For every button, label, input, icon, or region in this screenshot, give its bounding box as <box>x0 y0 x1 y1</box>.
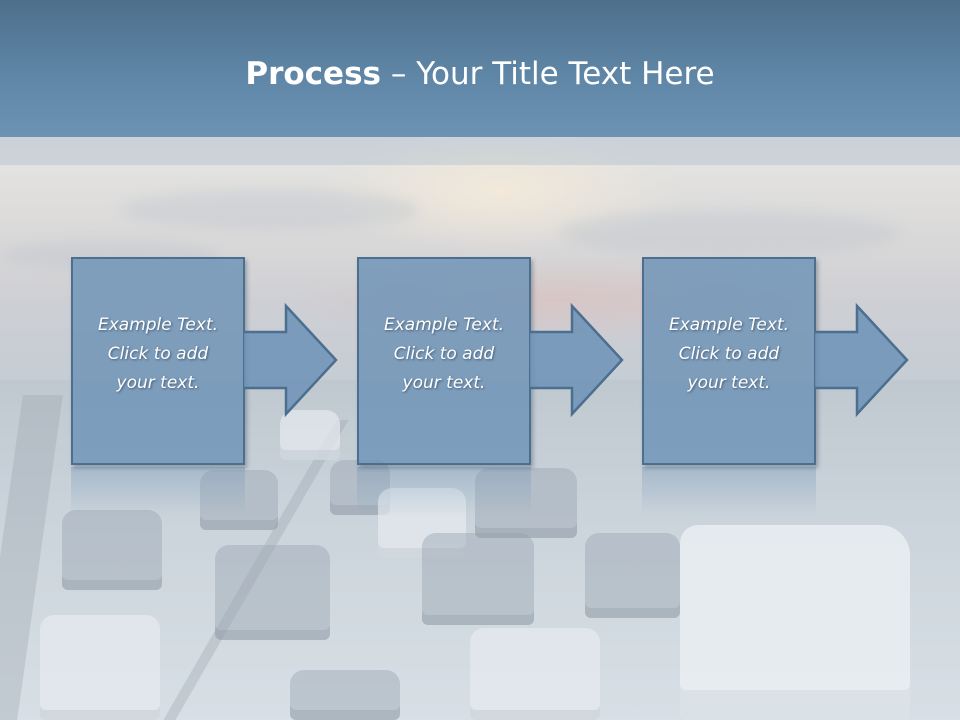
white-van <box>680 525 910 720</box>
arrow-right-icon <box>815 302 909 418</box>
car <box>470 628 600 720</box>
car <box>585 533 680 618</box>
step-2-text[interactable]: Example Text. Click to add your text. <box>383 315 505 393</box>
car <box>475 468 577 538</box>
step-2-reflection <box>357 467 531 517</box>
arrow-right-icon <box>530 302 624 418</box>
car <box>422 533 534 625</box>
title-rest-text: – Your Title Text Here <box>381 56 715 92</box>
step-3-reflection <box>642 467 816 517</box>
cloud <box>560 210 900 256</box>
process-step-1[interactable]: Example Text. Click to add your text. <box>71 257 245 465</box>
car <box>200 470 278 530</box>
car <box>290 670 400 720</box>
step-1-text[interactable]: Example Text. Click to add your text. <box>97 315 219 393</box>
step-3-text[interactable]: Example Text. Click to add your text. <box>668 315 790 393</box>
car <box>378 488 466 558</box>
title-band <box>0 137 960 165</box>
arrow-right-icon <box>244 302 338 418</box>
process-step-3[interactable]: Example Text. Click to add your text. <box>642 257 816 465</box>
title-bold-text: Process <box>245 56 381 92</box>
step-1-reflection <box>71 467 245 517</box>
process-step-2[interactable]: Example Text. Click to add your text. <box>357 257 531 465</box>
title-bar <box>0 0 960 137</box>
cloud <box>120 190 420 230</box>
car <box>280 410 340 460</box>
car <box>215 545 330 640</box>
slide-title[interactable]: Process – Your Title Text Here <box>0 52 960 96</box>
car <box>62 510 162 590</box>
car <box>40 615 160 720</box>
